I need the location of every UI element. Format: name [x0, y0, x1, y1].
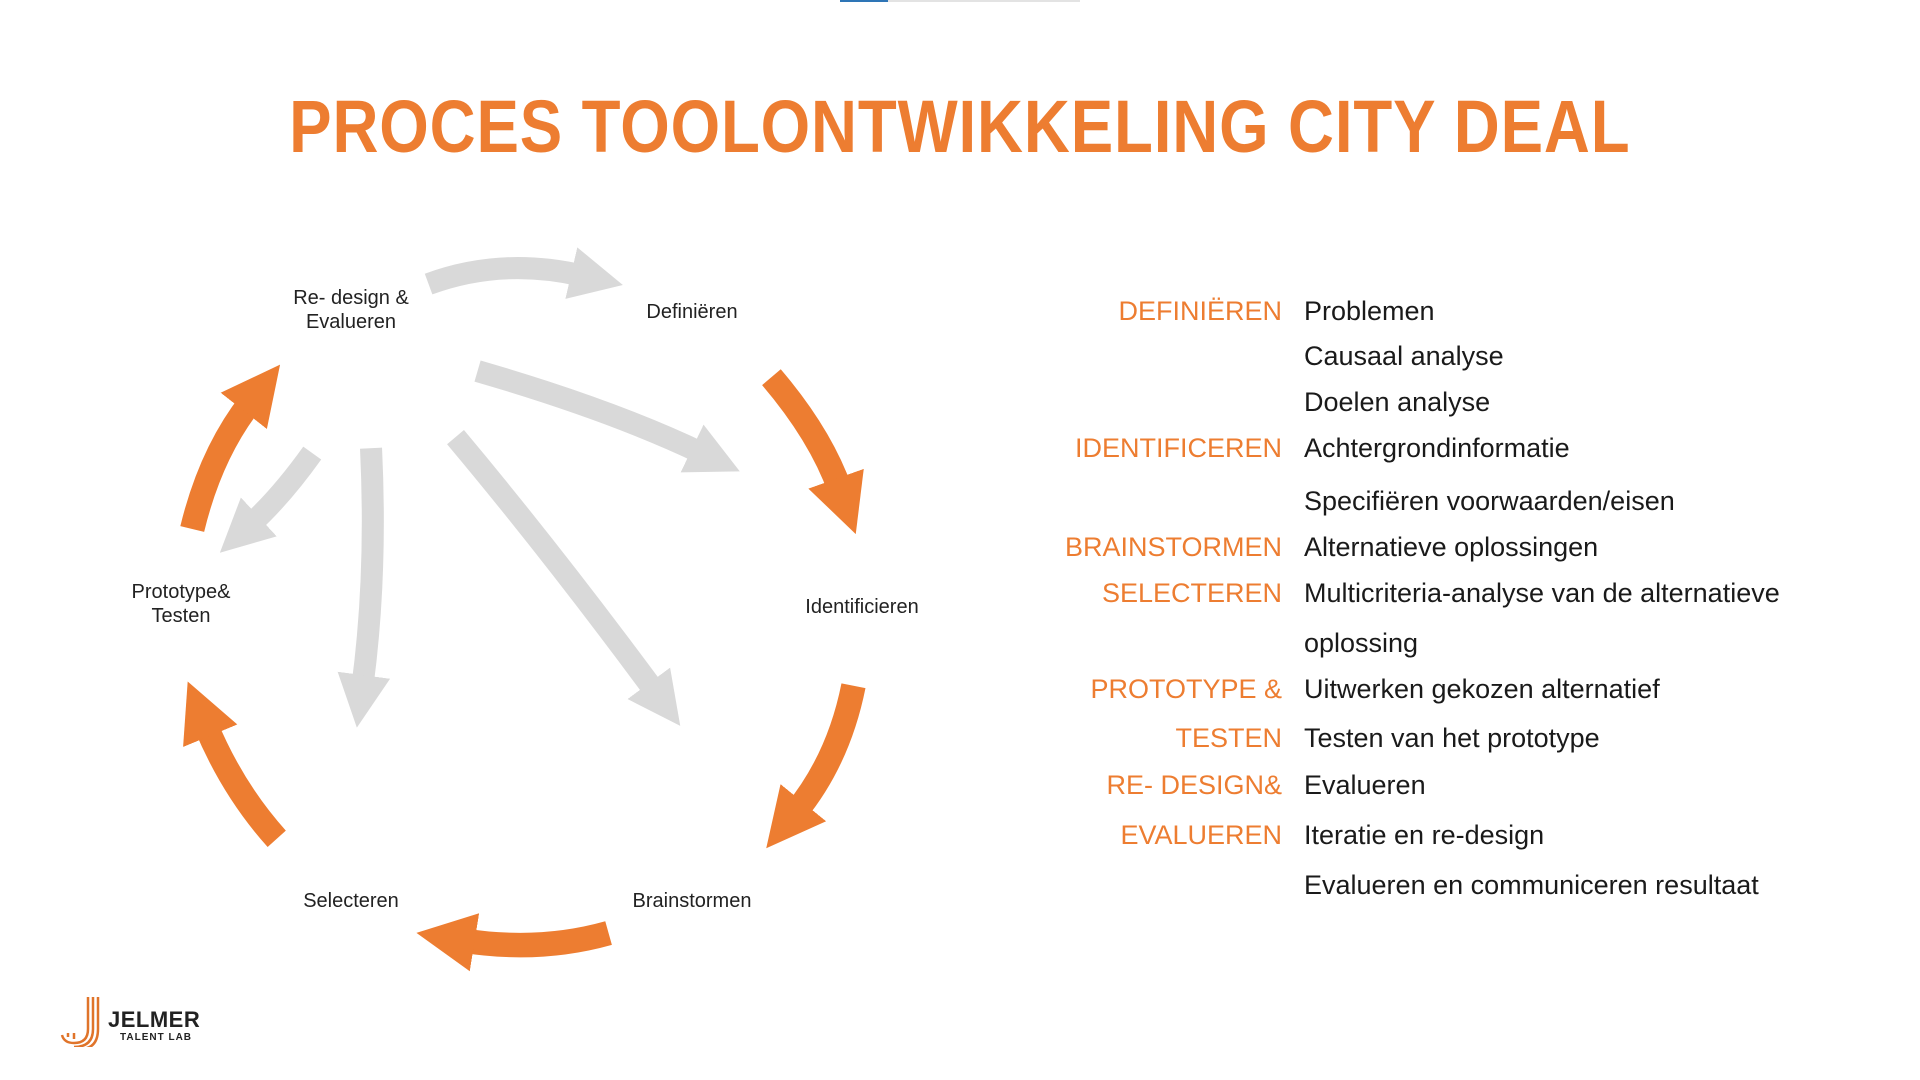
phase-row: PROTOTYPE & Uitwerken gekozen alternatief	[0, 671, 1920, 707]
phase-activity: Evalueren en communiceren resultaat	[1304, 870, 1759, 900]
slide-progress-bar	[840, 0, 1080, 2]
phase-label: DEFINIËREN	[1118, 296, 1282, 326]
cycle-node-identificeren: Identificieren	[805, 596, 919, 618]
logo: JELMER TALENT LAB	[60, 995, 230, 1050]
arrow-prototype-redesign	[180, 364, 281, 532]
slide-progress-fill	[840, 0, 888, 2]
phase-label: EVALUEREN	[1120, 820, 1282, 850]
logo-subtitle: TALENT LAB	[120, 1032, 193, 1043]
phase-row: Specifiëren voorwaarden/eisen	[0, 483, 1920, 519]
arrow-brainstormen-selecteren	[416, 913, 612, 972]
phase-activity: Testen van het prototype	[1304, 723, 1600, 753]
phase-activity: oplossing	[1304, 628, 1419, 658]
phase-activity: Problemen	[1304, 296, 1435, 326]
arrow-redesign-prototype	[219, 446, 322, 553]
slide-title-text: PROCES TOOLONTWIKKELING CITY DEAL	[289, 85, 1631, 168]
phase-label: TESTEN	[1175, 723, 1282, 753]
arrow-redesign-selecteren	[337, 447, 391, 728]
phase-row: TESTEN Testen van het prototype	[0, 720, 1920, 756]
phase-row: DEFINIËREN Problemen	[0, 293, 1920, 329]
phase-label: PROTOTYPE &	[1090, 674, 1282, 704]
cycle-node-prototype: Prototype& Testen	[131, 581, 231, 627]
cycle-node-brainstormen: Brainstormen	[632, 890, 752, 912]
logo-name: JELMER	[108, 1007, 201, 1032]
phase-activity: Doelen analyse	[1304, 387, 1491, 417]
phase-row: Evalueren en communiceren resultaat	[0, 867, 1920, 903]
phase-activity: Uitwerken gekozen alternatief	[1304, 674, 1660, 704]
phase-activity: Iteratie en re-design	[1304, 820, 1545, 850]
slide-title: PROCES TOOLONTWIKKELING CITY DEAL	[0, 84, 1920, 169]
cycle-node-definieren: Definiëren	[646, 301, 738, 323]
phase-label: IDENTIFICEREN	[1074, 433, 1282, 463]
arrow-redesign-definieren	[424, 247, 623, 299]
phase-activity: Alternatieve oplossingen	[1304, 532, 1599, 562]
phase-row: BRAINSTORMEN Alternatieve oplossingen	[0, 529, 1920, 565]
phase-label: RE- DESIGN&	[1106, 770, 1282, 800]
phase-row: EVALUEREN Iteratie en re-design	[0, 817, 1920, 853]
phase-activity: Achtergrondinformatie	[1304, 433, 1570, 463]
arrow-identificeren-brainstormen	[766, 683, 866, 849]
phase-activity: Causaal analyse	[1304, 341, 1504, 371]
arrow-redesign-identificeren	[474, 360, 740, 473]
phase-activity: Specifiëren voorwaarden/eisen	[1304, 486, 1675, 516]
phase-row: IDENTIFICEREN Achtergrondinformatie	[0, 430, 1920, 466]
phase-activity: Multicriteria-analyse van de alternatiev…	[1304, 578, 1780, 608]
arrow-redesign-brainstormen	[447, 430, 681, 726]
phase-row: Causaal analyse	[0, 338, 1920, 374]
phase-label: SELECTEREN	[1101, 578, 1282, 608]
phase-row: RE- DESIGN&Evalueren	[0, 767, 1920, 803]
phase-activity: Evalueren	[1304, 770, 1426, 800]
cycle-node-redesign: Re- design & Evalueren	[293, 287, 409, 333]
cycle-node-selecteren: Selecteren	[303, 890, 399, 912]
phase-row: oplossing	[0, 625, 1920, 661]
logo-j-icon	[60, 997, 100, 1047]
arrow-definieren-identificeren	[762, 369, 864, 535]
phase-row: SELECTEREN Multicriteria-analyse van de a…	[0, 575, 1920, 611]
phase-row: Doelen analyse	[0, 384, 1920, 420]
arrow-selecteren-prototype	[183, 681, 286, 847]
phase-label: BRAINSTORMEN	[1064, 532, 1282, 562]
